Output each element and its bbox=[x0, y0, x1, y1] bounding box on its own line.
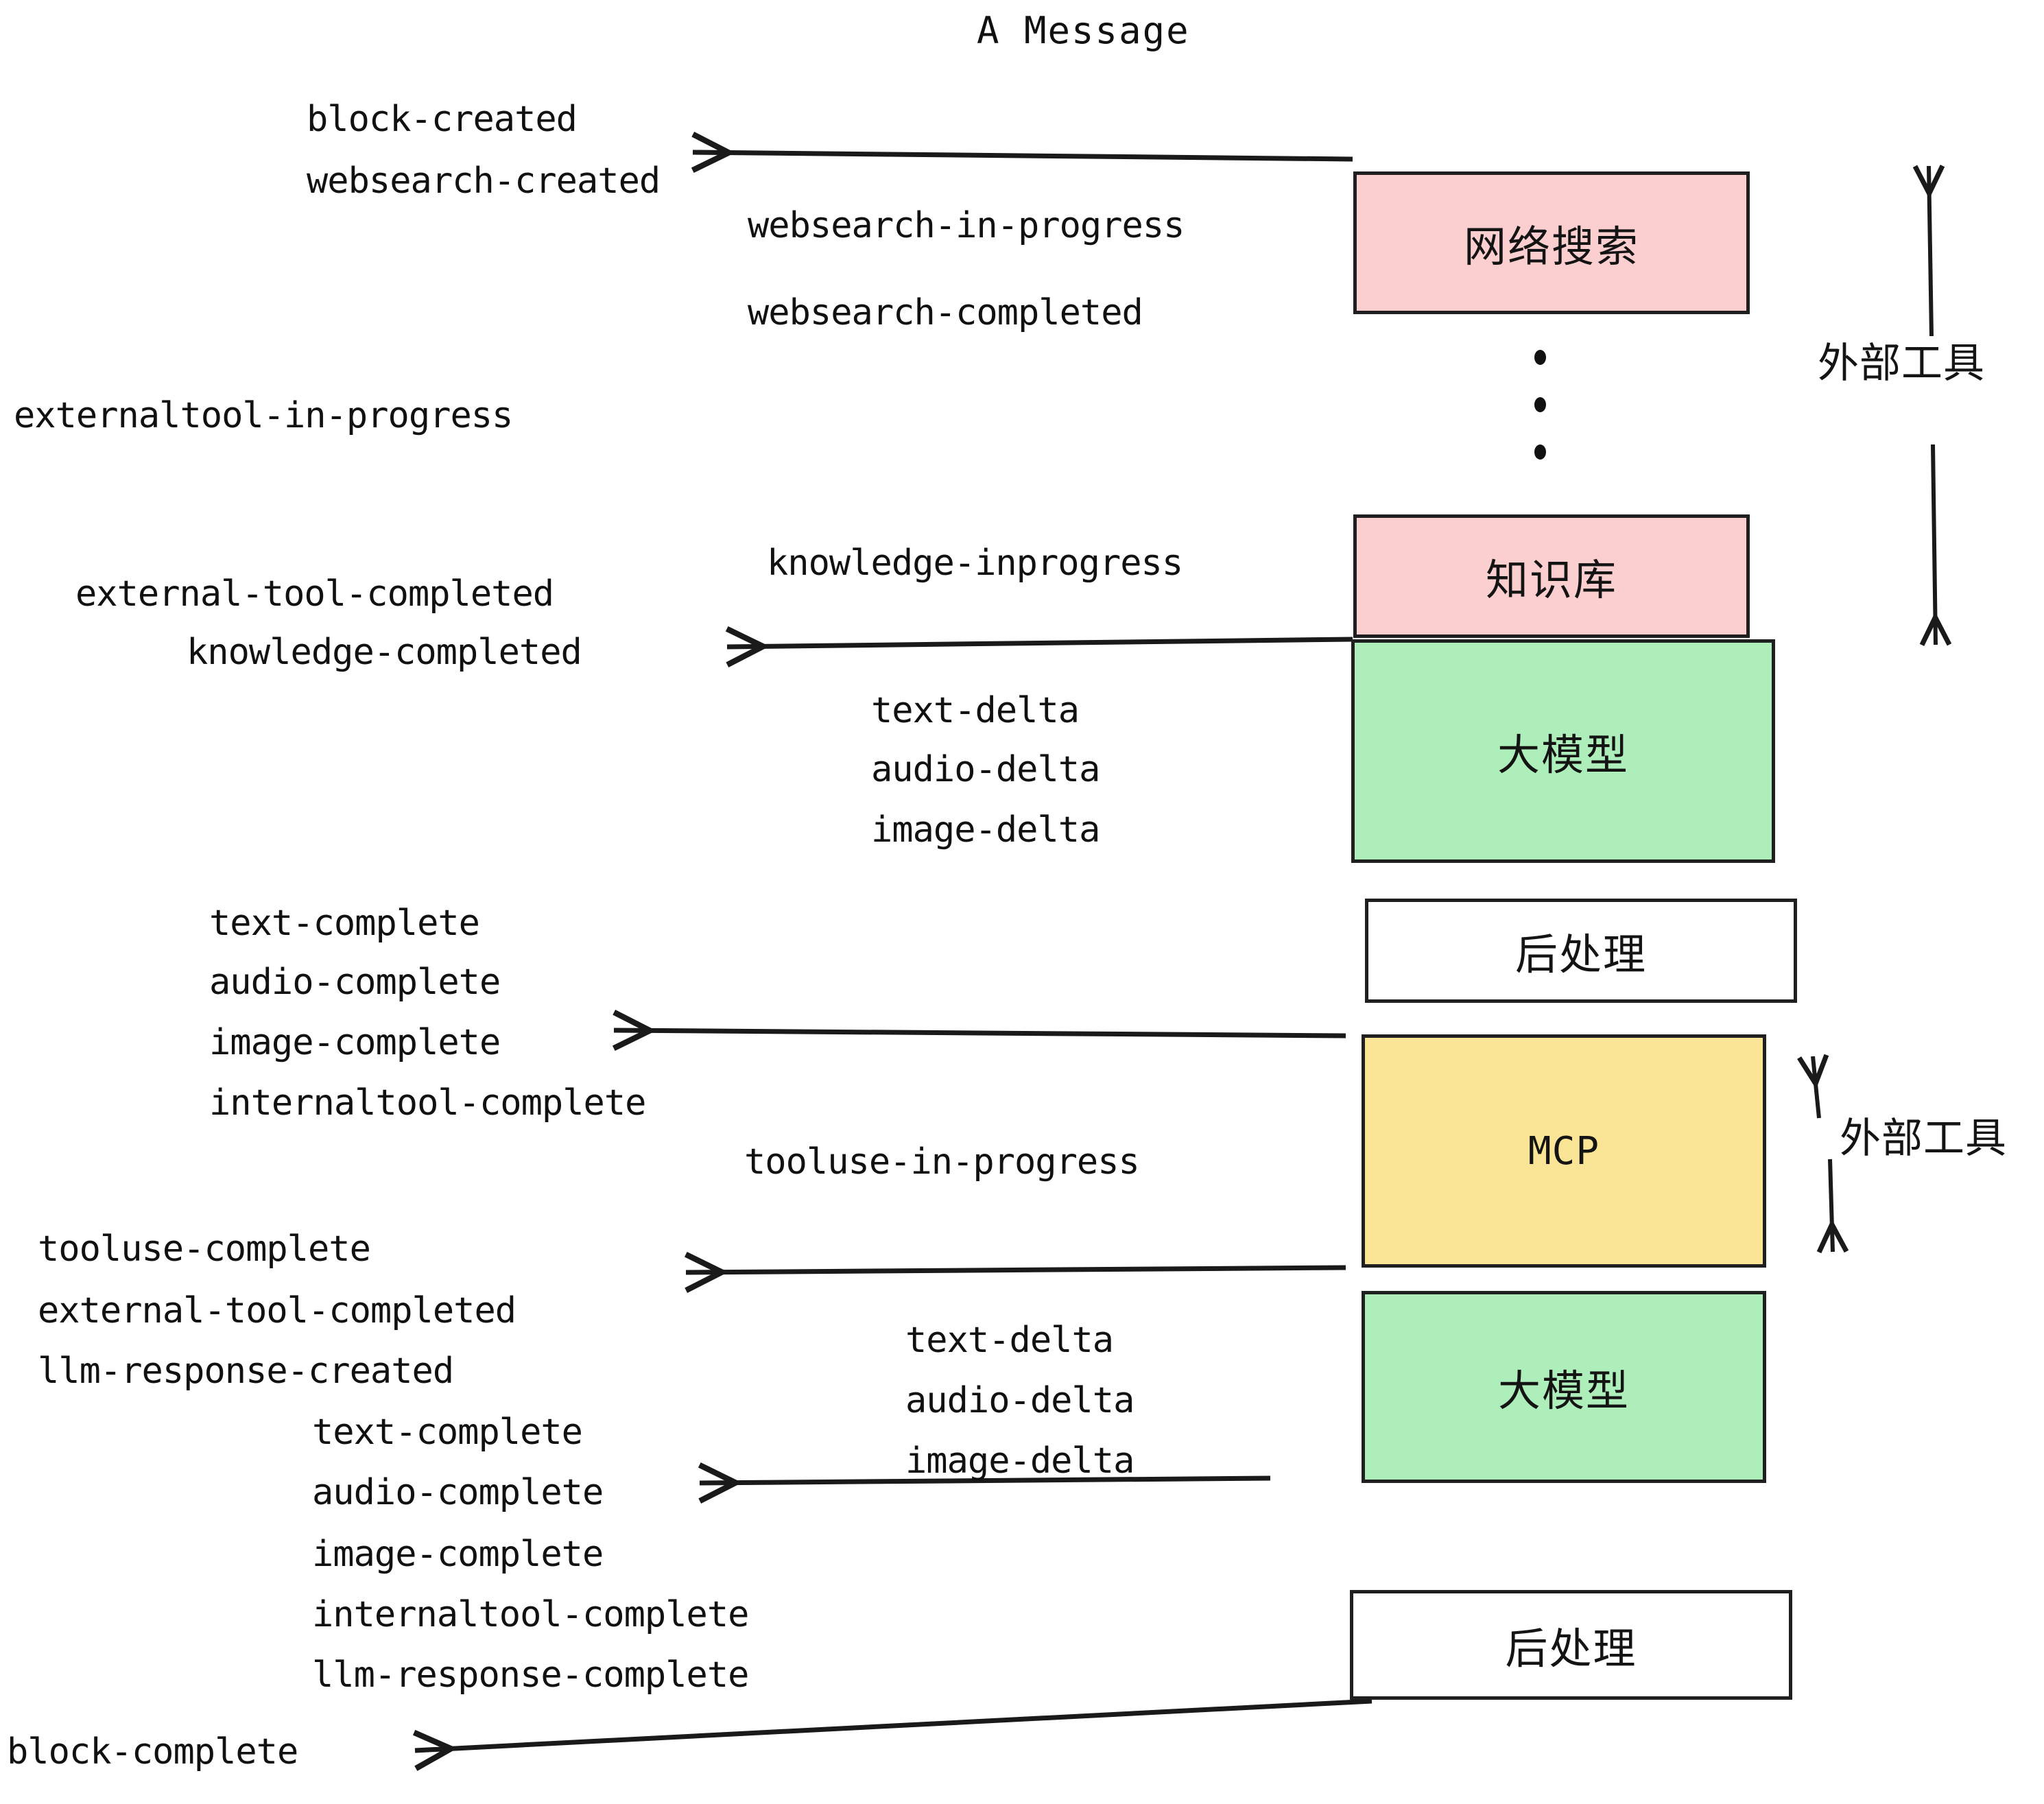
event-tooluse-complete: tooluse-complete bbox=[38, 1229, 371, 1270]
event-text-delta-2: text-delta bbox=[905, 1320, 1114, 1361]
event-internaltool-complete-2: internaltool-complete bbox=[312, 1594, 749, 1635]
box-websearch-label: 网络搜索 bbox=[1463, 222, 1639, 272]
box-mcp-label: MCP bbox=[1528, 1128, 1600, 1174]
box-postprocess-2[interactable]: 后处理 bbox=[1350, 1590, 1792, 1700]
event-knowledge-inprogress: knowledge-inprogress bbox=[767, 543, 1183, 584]
event-external-tool-completed-1: external-tool-completed bbox=[75, 573, 554, 615]
event-block-complete: block-complete bbox=[7, 1731, 298, 1772]
arrow-websearch-to-created bbox=[693, 152, 1353, 159]
box-llm-1[interactable]: 大模型 bbox=[1351, 639, 1775, 863]
arrow-knowledge-to-completed bbox=[727, 639, 1353, 647]
external-tool-label-bottom: 外部工具 bbox=[1840, 1115, 2007, 1163]
box-postprocess-2-label: 后处理 bbox=[1505, 1624, 1637, 1674]
box-postprocess-1-label: 后处理 bbox=[1514, 929, 1647, 980]
event-externaltool-in-progress: externaltool-in-progress bbox=[14, 395, 513, 436]
event-image-delta-2: image-delta bbox=[905, 1440, 1134, 1482]
external-tool-arrow-down-top bbox=[1933, 444, 1936, 645]
box-knowledge[interactable]: 知识库 bbox=[1353, 514, 1750, 638]
event-image-delta-1: image-delta bbox=[871, 809, 1100, 851]
box-postprocess-1[interactable]: 后处理 bbox=[1365, 899, 1797, 1003]
vertical-ellipsis bbox=[1533, 350, 1547, 460]
arrow-mcp-to-tooluse-complete bbox=[686, 1268, 1346, 1272]
event-block-created: block-created bbox=[307, 99, 578, 140]
event-tooluse-in-progress: tooluse-in-progress bbox=[744, 1141, 1140, 1183]
event-audio-delta-1: audio-delta bbox=[871, 749, 1100, 790]
arrow-postprocess-to-block-complete bbox=[415, 1698, 1372, 1750]
event-llm-response-created: llm-response-created bbox=[38, 1351, 454, 1392]
box-websearch[interactable]: 网络搜索 bbox=[1353, 171, 1750, 314]
box-llm-2[interactable]: 大模型 bbox=[1362, 1291, 1766, 1483]
event-knowledge-completed: knowledge-completed bbox=[187, 632, 582, 673]
box-llm-2-label: 大模型 bbox=[1497, 1366, 1630, 1416]
event-text-delta-1: text-delta bbox=[871, 690, 1080, 731]
event-websearch-in-progress: websearch-in-progress bbox=[748, 205, 1185, 246]
box-knowledge-label: 知识库 bbox=[1485, 555, 1617, 605]
event-image-complete-1: image-complete bbox=[209, 1022, 501, 1063]
event-audio-complete-2: audio-complete bbox=[312, 1472, 604, 1513]
event-image-complete-2: image-complete bbox=[312, 1534, 604, 1575]
external-tool-label-top: 外部工具 bbox=[1818, 340, 1985, 388]
external-tool-arrow-down-bottom bbox=[1830, 1159, 1833, 1252]
event-websearch-completed: websearch-completed bbox=[748, 292, 1143, 333]
event-text-complete-2: text-complete bbox=[312, 1412, 583, 1453]
page-title: A Message bbox=[977, 9, 1190, 52]
dot-3 bbox=[1534, 444, 1546, 460]
dot-1 bbox=[1534, 350, 1546, 365]
box-mcp[interactable]: MCP bbox=[1362, 1034, 1766, 1268]
event-internaltool-complete-1: internaltool-complete bbox=[209, 1082, 646, 1124]
event-audio-delta-2: audio-delta bbox=[905, 1380, 1134, 1421]
event-external-tool-completed-2: external-tool-completed bbox=[38, 1290, 516, 1331]
event-audio-complete-1: audio-complete bbox=[209, 962, 501, 1003]
external-tool-arrow-up-bottom bbox=[1813, 1056, 1819, 1119]
event-text-complete-1: text-complete bbox=[209, 903, 480, 944]
external-tool-arrow-up-top bbox=[1929, 166, 1932, 337]
box-llm-1-label: 大模型 bbox=[1497, 730, 1629, 780]
event-llm-response-complete: llm-response-complete bbox=[312, 1654, 749, 1696]
dot-2 bbox=[1534, 397, 1546, 412]
event-websearch-created: websearch-created bbox=[307, 161, 661, 202]
arrow-llm-to-image-complete bbox=[614, 1030, 1346, 1036]
